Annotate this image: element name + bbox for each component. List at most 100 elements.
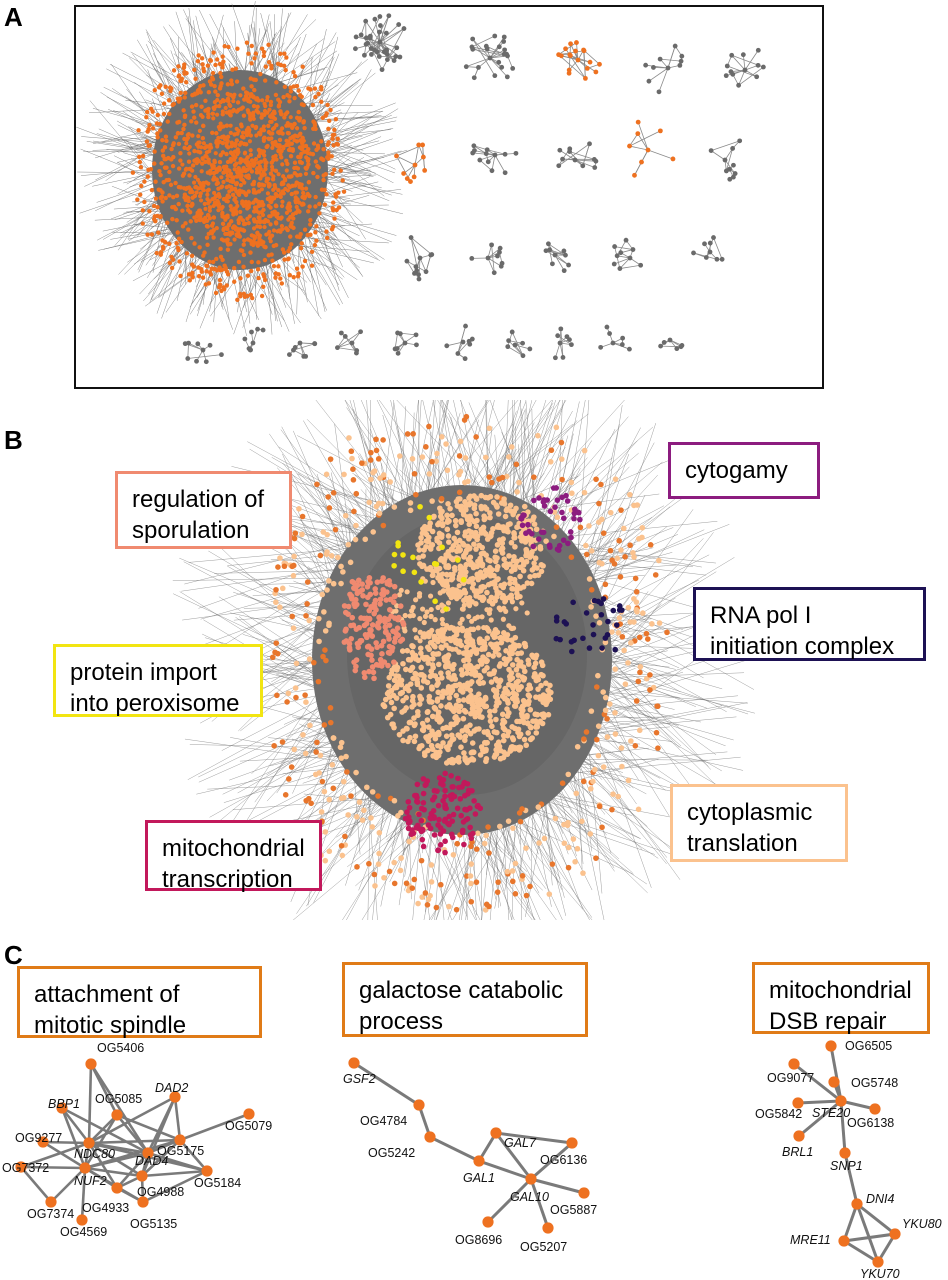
node [558, 439, 565, 446]
edge [379, 24, 399, 43]
node [359, 817, 366, 823]
node [468, 576, 475, 582]
node [298, 172, 303, 177]
node [417, 671, 424, 678]
node [347, 647, 353, 653]
node [599, 560, 605, 567]
node [382, 624, 389, 630]
node [491, 629, 497, 636]
node [513, 150, 519, 156]
node [530, 718, 536, 724]
node [222, 263, 227, 268]
node [235, 46, 240, 51]
node [614, 555, 621, 562]
node [362, 52, 367, 58]
node [711, 235, 716, 240]
node [308, 217, 313, 223]
edge [667, 45, 676, 69]
node [633, 607, 640, 613]
node [587, 831, 594, 837]
node [165, 220, 170, 225]
node [621, 525, 627, 532]
node [176, 184, 182, 190]
node [543, 248, 549, 254]
node [323, 471, 330, 478]
node [271, 228, 277, 233]
node [536, 840, 542, 846]
node [184, 141, 189, 146]
node [221, 124, 226, 129]
node [294, 190, 300, 195]
node [305, 150, 310, 156]
node [187, 144, 192, 150]
node [268, 119, 273, 124]
node [505, 818, 512, 824]
node [316, 638, 322, 645]
edge [360, 21, 367, 36]
node [394, 667, 400, 673]
node [502, 170, 508, 176]
node [422, 634, 428, 640]
node [328, 552, 335, 559]
node [380, 437, 386, 443]
node [327, 456, 334, 462]
node [462, 356, 468, 362]
node [220, 54, 225, 59]
node [174, 193, 180, 199]
node [280, 227, 285, 232]
node [261, 138, 266, 143]
node [192, 241, 197, 246]
node [349, 614, 356, 621]
node [231, 107, 236, 113]
node [602, 694, 609, 701]
node [436, 520, 442, 526]
node [428, 252, 434, 258]
edge [511, 331, 524, 356]
node [532, 555, 539, 562]
node [506, 553, 512, 559]
node [482, 703, 488, 710]
node [152, 161, 157, 166]
node [484, 635, 491, 641]
node [466, 598, 473, 605]
node [247, 166, 253, 171]
node [193, 102, 199, 108]
edge [369, 16, 381, 37]
node [242, 238, 247, 243]
node [444, 704, 450, 710]
node [344, 769, 350, 775]
node [305, 232, 310, 238]
node [381, 703, 388, 710]
node [462, 733, 469, 740]
node [521, 503, 528, 510]
node [221, 170, 226, 175]
edge [559, 149, 576, 161]
node [612, 244, 618, 249]
node [504, 751, 511, 758]
edge [619, 257, 631, 269]
node [534, 674, 541, 680]
node [248, 347, 254, 353]
node [408, 608, 415, 614]
node [345, 611, 351, 617]
edge [710, 140, 740, 151]
node [223, 105, 228, 111]
node [501, 34, 507, 40]
node [232, 132, 237, 137]
node [354, 590, 361, 597]
edge [508, 340, 524, 356]
node [631, 554, 637, 560]
node [200, 161, 205, 166]
node [722, 157, 728, 163]
node [348, 793, 354, 799]
node [421, 547, 427, 553]
node [493, 716, 499, 723]
node [552, 252, 558, 258]
node [445, 600, 452, 606]
node [257, 183, 262, 188]
panel-a-frame [74, 5, 824, 389]
node [335, 554, 341, 561]
node [196, 134, 201, 139]
node [248, 99, 253, 104]
node [449, 512, 455, 519]
